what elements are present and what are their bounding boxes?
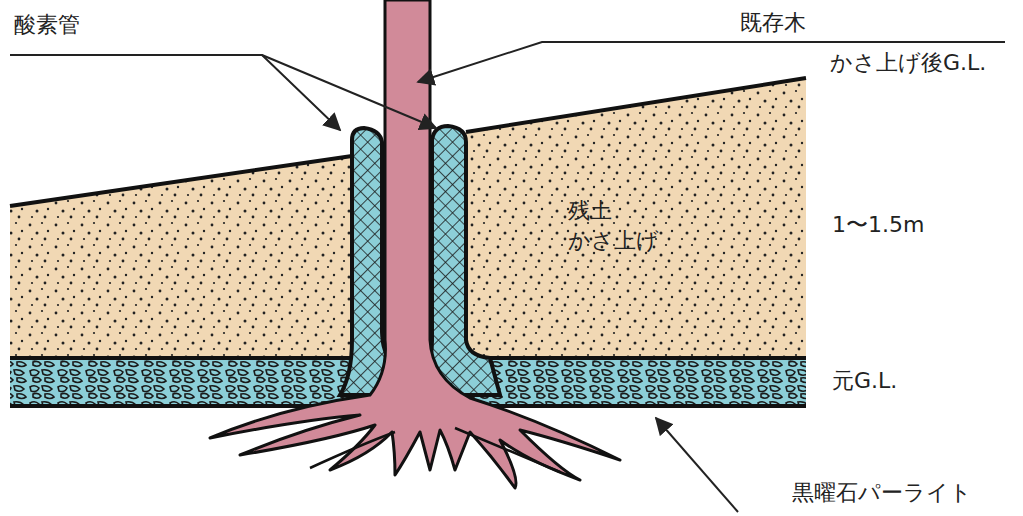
level-label: かさ上げ後G.L. (830, 50, 986, 76)
dimension: 1〜1.5m (832, 212, 924, 238)
leader-line (418, 42, 1005, 82)
leader-line (262, 55, 436, 128)
raised-soil-right (465, 78, 806, 358)
part-name: 既存木 (740, 10, 806, 36)
material-label: 残土 かさ上げ (568, 196, 678, 255)
leader-line (656, 418, 738, 512)
raised-soil-left (10, 155, 355, 358)
material-label: 黒曜石パーライト (792, 480, 972, 506)
level-label: 元G.L. (832, 368, 897, 394)
existing-tree (210, 0, 620, 488)
part-name: 酸素管 (14, 12, 80, 38)
